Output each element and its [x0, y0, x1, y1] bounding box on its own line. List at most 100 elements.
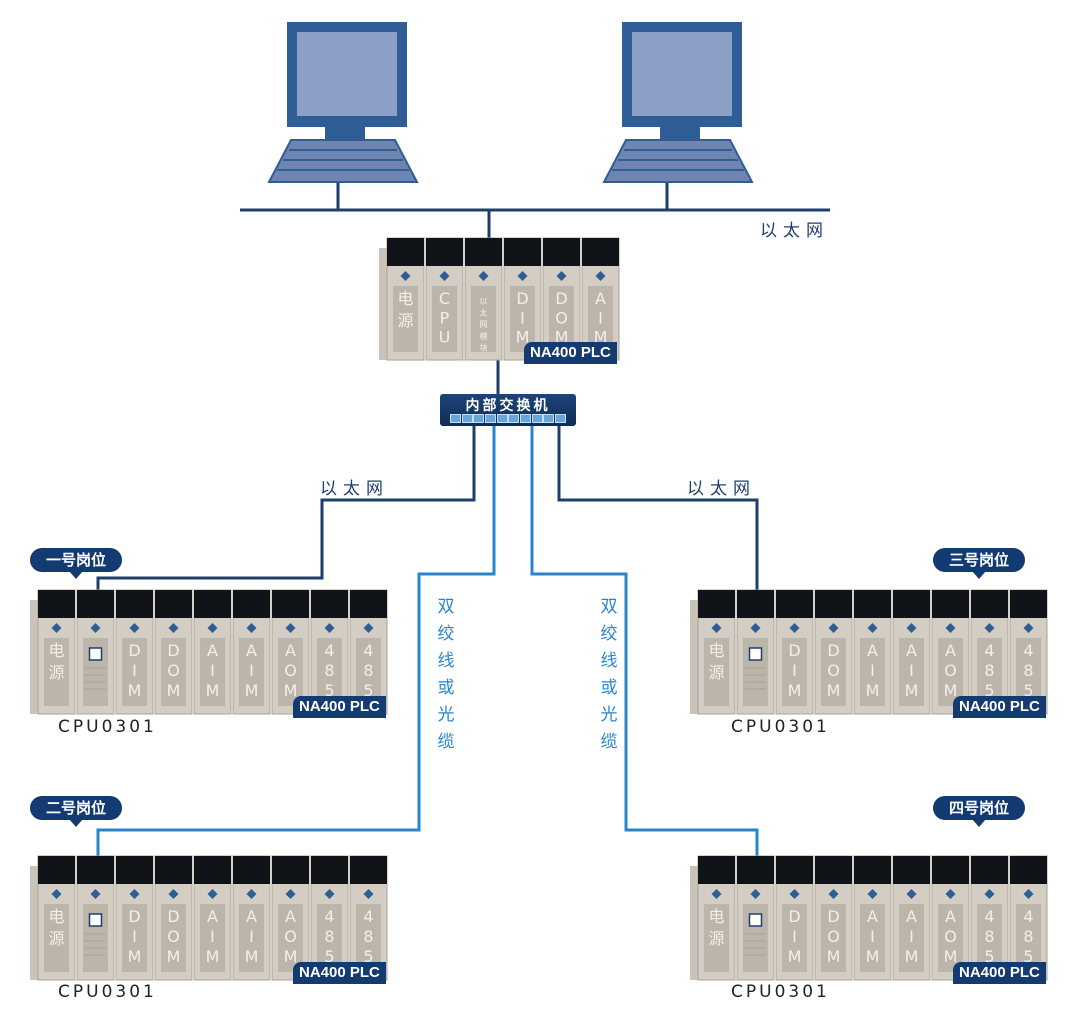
plc-module [76, 589, 115, 715]
station-cpu-label-2: CPU0301 [58, 982, 157, 1002]
module-label: M [905, 681, 919, 700]
module-label: 8 [324, 927, 334, 946]
plc-module: AOM [931, 589, 970, 715]
plc-module: 485 [349, 589, 388, 715]
module-label: 源 [708, 929, 724, 948]
plc-module: DOM [814, 589, 853, 715]
module-label: 8 [324, 661, 334, 680]
cable-label-left: 双绞线或光缆 [437, 597, 455, 752]
module-label: M [827, 681, 841, 700]
plc-racks: 电源CPU以太网模块DIMDOMAIM电源DIMDOMAIMAIMAOM4854… [30, 237, 1048, 981]
ethernet-bus [240, 182, 830, 394]
module-logo-icon [400, 271, 411, 281]
module-logo-icon [750, 623, 761, 633]
plc-module [736, 589, 775, 715]
module-label: M [167, 947, 181, 966]
module-logo-icon [90, 623, 101, 633]
ethernet-label-top: 以太网 [760, 221, 829, 241]
module-label: I [909, 661, 914, 680]
plc-module: AOM [271, 855, 310, 981]
module-label: M [827, 947, 841, 966]
module-label: M [866, 681, 880, 700]
module-label: 4 [324, 641, 334, 660]
station-badge-1: 一号岗位 [30, 548, 123, 579]
module-label: 8 [984, 661, 994, 680]
switch-port [484, 414, 496, 423]
wire-station-3 [557, 426, 759, 656]
plc-module: AIM [853, 589, 892, 715]
module-label: 电 [48, 907, 64, 926]
module-label: A [945, 907, 956, 926]
module-logo-icon [945, 623, 956, 633]
cable-label-right: 双绞线或光缆 [600, 597, 618, 752]
plc-module: 485 [310, 589, 349, 715]
module-logo-icon [789, 889, 800, 899]
module-label: M [206, 947, 220, 966]
module-label: 源 [48, 663, 64, 682]
module-logo-icon [51, 623, 62, 633]
module-label: 5 [324, 947, 334, 966]
rack-endcap [30, 600, 40, 714]
module-logo-icon [168, 889, 179, 899]
plc-module: AIM [892, 589, 931, 715]
module-label: D [788, 641, 800, 660]
station-badge-2: 二号岗位 [30, 796, 123, 827]
module-label: D [167, 641, 179, 660]
plc-module: DIM [115, 855, 154, 981]
module-label: 4 [363, 641, 373, 660]
plc-module: DIM [775, 855, 814, 981]
station-plc-tag-4: NA400 PLC [953, 962, 1046, 984]
plc-module: AIM [232, 589, 271, 715]
module-label: O [284, 927, 297, 946]
module-label: 以 [480, 297, 488, 306]
module-label: 5 [1023, 947, 1033, 966]
station-cpu-label-4: CPU0301 [731, 982, 830, 1002]
module-label: M [284, 947, 298, 966]
module-label: A [906, 641, 917, 660]
module-label: 电 [48, 641, 64, 660]
ethernet-port-icon [88, 913, 103, 927]
module-logo-icon [129, 889, 140, 899]
module-label: I [792, 661, 797, 680]
plc-module: DIM [775, 589, 814, 715]
module-label: A [207, 641, 218, 660]
plc-module: 485 [1009, 589, 1048, 715]
module-label: 5 [324, 681, 334, 700]
plc-module: 电源 [697, 589, 736, 715]
module-label: D [788, 907, 800, 926]
module-label: D [128, 907, 140, 926]
module-logo-icon [789, 623, 800, 633]
plc-module [736, 855, 775, 981]
module-label: O [827, 927, 840, 946]
switch-port [531, 414, 543, 423]
module-logo-icon [750, 889, 761, 899]
plc-module: AIM [892, 855, 931, 981]
module-label: I [909, 927, 914, 946]
module-label: 源 [708, 663, 724, 682]
module-label: 电 [708, 907, 724, 926]
module-label: 4 [984, 641, 994, 660]
module-logo-icon [129, 623, 140, 633]
plc-module: DIM [115, 589, 154, 715]
module-label: 4 [363, 907, 373, 926]
module-label: I [210, 661, 215, 680]
module-label: D [167, 907, 179, 926]
module-label: M [245, 681, 259, 700]
module-logo-icon [285, 889, 296, 899]
module-label: 源 [48, 929, 64, 948]
module-logo-icon [1023, 623, 1034, 633]
station-badge-3: 三号岗位 [933, 548, 1026, 579]
rack-endcap [379, 248, 389, 360]
module-label: M [555, 328, 569, 347]
module-logo-icon [517, 271, 528, 281]
station-cpu-label-1: CPU0301 [58, 717, 157, 737]
module-label: O [944, 661, 957, 680]
plc-module: 485 [349, 855, 388, 981]
module-label: A [945, 641, 956, 660]
module-logo-icon [984, 889, 995, 899]
station-plc-tag-3: NA400 PLC [953, 696, 1046, 718]
